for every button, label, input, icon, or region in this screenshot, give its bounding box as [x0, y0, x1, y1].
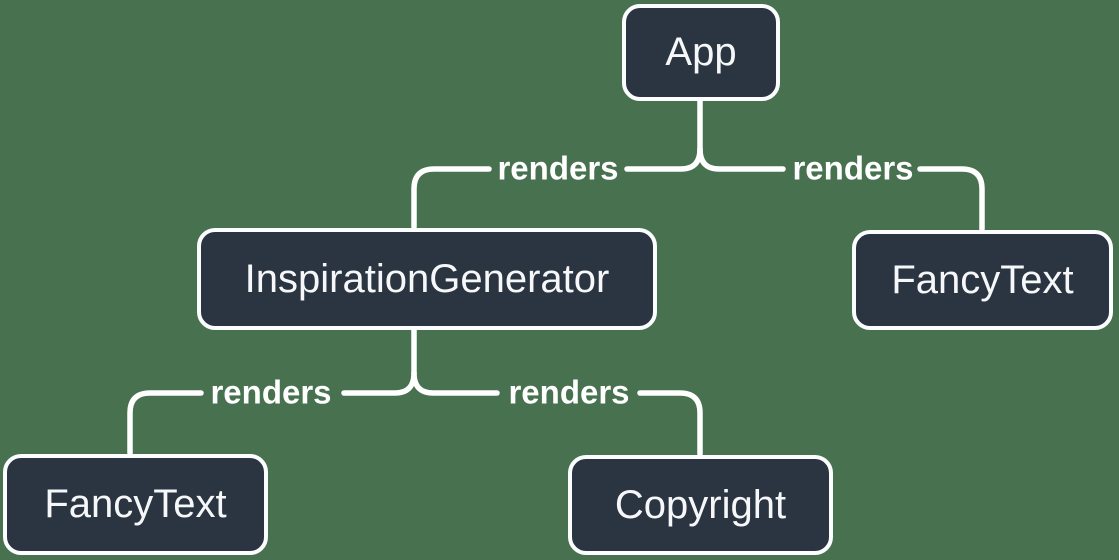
node-fancy-text-top: FancyText — [852, 230, 1113, 330]
connector-ig-flare-right — [411, 370, 500, 396]
edge-label-app-inspiration-generator: renders — [497, 149, 619, 187]
connector-to-fancy-text-bottom — [127, 390, 204, 456]
edge-label-ig-fancy-text: renders — [210, 373, 332, 411]
connector-ig-flare-left — [341, 370, 417, 396]
node-fancy-text-bottom: FancyText — [3, 454, 268, 555]
connector-to-copyright — [637, 390, 703, 457]
connector-app-flare-right — [697, 146, 786, 172]
edge-label-app-fancy-text: renders — [792, 149, 914, 187]
node-copyright: Copyright — [568, 455, 833, 555]
node-app: App — [622, 4, 780, 101]
connector-to-inspiration-generator — [411, 166, 492, 230]
connector-app-flare-left — [624, 146, 703, 172]
edge-label-ig-copyright: renders — [508, 373, 630, 411]
connector-to-fancy-text-top — [917, 166, 985, 232]
node-inspiration-generator: InspirationGenerator — [197, 228, 657, 330]
